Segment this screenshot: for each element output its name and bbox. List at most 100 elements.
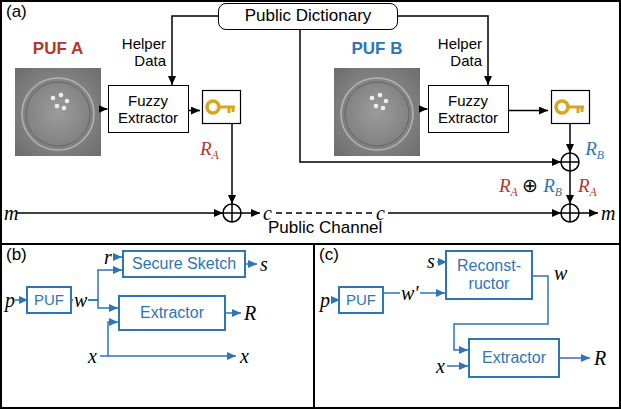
signal-label: x	[240, 345, 249, 367]
signal-label: R	[244, 302, 256, 324]
panel-frame: (a)Public DictionaryPUF AFuzzy Extractor…	[0, 0, 621, 245]
connector	[509, 110, 549, 112]
math-term: ⊕	[522, 175, 538, 196]
xor-symbol	[561, 204, 579, 222]
signal-label: r	[104, 246, 112, 268]
math-base: R	[543, 175, 555, 196]
process-box: Extractor	[468, 338, 560, 378]
device-label: PUF A	[33, 40, 83, 59]
input-wire	[100, 322, 118, 356]
label-anchor: w	[73, 289, 88, 311]
signal-label: m	[4, 202, 18, 224]
key-label: RB	[585, 139, 604, 160]
math-term: RA	[499, 175, 518, 196]
helper-data-label: Helper Data	[420, 36, 482, 69]
math-term: RB	[543, 175, 562, 196]
math-subscript: B	[597, 149, 604, 162]
output-wire	[108, 355, 236, 357]
box-label: Public Dictionary	[245, 6, 372, 26]
xor-cross	[561, 204, 579, 222]
xor-circle	[223, 204, 241, 222]
math-subscript: A	[212, 149, 219, 162]
xor-cross	[561, 153, 579, 171]
xor-circle	[561, 153, 579, 171]
input-wire	[114, 256, 122, 258]
label-anchor: w	[554, 262, 567, 284]
xor-result-label: RA ⊕ RB	[462, 176, 562, 197]
signal-label: R	[594, 347, 606, 369]
output-wire	[560, 357, 590, 359]
math-subscript: B	[555, 186, 562, 199]
text-space	[518, 175, 523, 196]
signal-label: x	[436, 355, 445, 377]
key-wire	[231, 124, 233, 204]
input-wire	[447, 365, 468, 367]
puf-image	[334, 68, 420, 156]
device-label: PUF B	[352, 40, 403, 59]
signal-label: s	[427, 250, 435, 272]
signal-label: w′	[400, 282, 420, 304]
box-label: Extractor	[482, 349, 546, 367]
box-label: Fuzzy Extractor	[113, 92, 184, 127]
math-subscript: A	[511, 186, 518, 199]
xor-wire	[569, 171, 571, 204]
message-wire	[17, 212, 223, 214]
box-label: Fuzzy Extractor	[433, 92, 504, 127]
connector	[72, 300, 118, 308]
signal-label: m	[601, 202, 615, 224]
xor-circle	[561, 204, 579, 222]
label-anchor: m	[4, 202, 18, 224]
connector	[172, 16, 218, 85]
connector	[420, 108, 428, 110]
process-box: Fuzzy Extractor	[108, 85, 189, 133]
math-base: R	[499, 175, 511, 196]
key-icon	[203, 91, 241, 124]
process-box: Extractor	[118, 295, 226, 331]
text-space	[538, 175, 543, 196]
connector	[398, 16, 488, 85]
panel-frame: (b)PUFSecure SketchExtractor	[0, 243, 315, 409]
key-output: RB	[548, 88, 604, 160]
signal-label: p	[320, 289, 330, 311]
panel-frame: (c)PUFReconst- ructorExtractor	[313, 243, 621, 409]
label-anchor: x	[436, 355, 445, 377]
channel-label: Public Channel	[268, 219, 382, 238]
label-anchor: R	[244, 302, 256, 324]
xor-cross	[223, 204, 241, 222]
key-label: RA	[578, 176, 597, 197]
connector	[384, 292, 445, 294]
label-anchor: R	[594, 347, 606, 369]
math-subscript: A	[590, 186, 597, 199]
cipher-wire	[241, 212, 260, 214]
dictionary-box: Public Dictionary	[218, 3, 398, 30]
process-box: Secure Sketch	[122, 250, 246, 278]
puf-image	[15, 68, 101, 156]
math-term: RA	[200, 138, 219, 159]
label-anchor: s	[427, 250, 435, 272]
helper-data-label: Helper Data	[104, 36, 166, 69]
signal-label: x	[88, 345, 97, 367]
label-anchor: Helper Data	[420, 36, 482, 69]
puf-device: PUF B	[334, 40, 420, 158]
box-label: Extractor	[140, 304, 204, 322]
connector	[189, 110, 201, 112]
connector	[72, 270, 122, 300]
output-wire	[246, 263, 257, 265]
process-box: Fuzzy Extractor	[428, 85, 509, 133]
math-base: R	[585, 138, 597, 159]
signal-label: s	[260, 253, 268, 275]
label-anchor: RA ⊕ RB	[462, 176, 562, 197]
process-box: PUF	[338, 286, 384, 314]
signal-label: p	[5, 289, 15, 311]
key-icon	[552, 91, 590, 124]
math-term: RB	[585, 138, 604, 159]
signal-label: c	[262, 202, 273, 224]
output-wire	[226, 312, 241, 314]
signal-label: c	[375, 202, 386, 224]
label-anchor: RA	[578, 176, 597, 197]
key-output: RA	[200, 88, 242, 160]
box-label: Reconst- ructor	[451, 257, 527, 294]
puf-device: PUF A	[15, 40, 101, 158]
math-base: R	[200, 138, 212, 159]
